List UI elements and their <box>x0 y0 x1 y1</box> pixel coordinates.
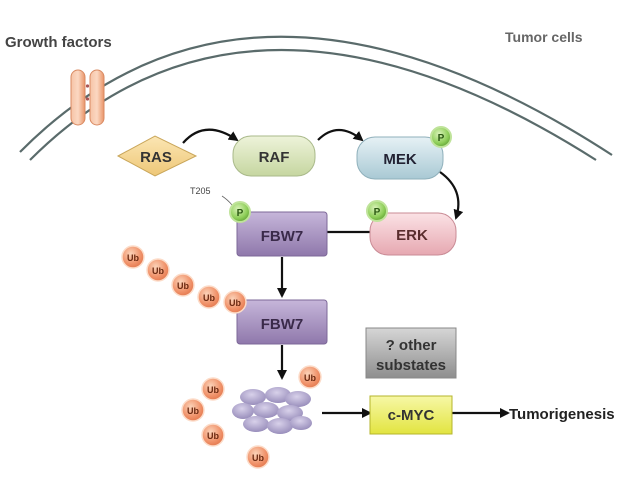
phospho-icon: P <box>366 200 388 222</box>
tumorigenesis-label: Tumorigenesis <box>509 406 615 423</box>
fbw7-node-phosphorylated: FBW7 <box>236 211 328 257</box>
arrows <box>182 128 510 418</box>
phospho-icon: P <box>229 201 251 223</box>
svg-text:P: P <box>438 133 445 144</box>
raf-node: RAF <box>232 135 316 177</box>
ubiquitin-chain: Ub Ub Ub Ub Ub <box>121 245 247 314</box>
t205-label: T205 <box>190 186 211 196</box>
arrow-raf-mek <box>317 128 364 142</box>
ub-icon: Ub <box>146 258 170 282</box>
free-ubiquitins: Ub Ub Ub Ub Ub <box>181 365 322 469</box>
arrow-mek-erk <box>439 171 464 220</box>
proteasome-icon <box>232 387 312 434</box>
ub-icon: Ub <box>201 423 225 447</box>
ub-icon: Ub <box>246 445 270 469</box>
svg-text:Ub: Ub <box>207 385 219 395</box>
ub-icon: Ub <box>298 365 322 389</box>
cell-membrane <box>19 35 613 161</box>
mek-label: MEK <box>383 151 417 168</box>
svg-text:Ub: Ub <box>152 266 164 276</box>
arrow-ras-raf <box>182 128 239 144</box>
mek-node: MEK <box>356 136 444 180</box>
svg-text:P: P <box>374 207 381 218</box>
tumor-cells-label: Tumor cells <box>505 29 583 45</box>
svg-text:P: P <box>237 208 244 219</box>
fbw7-label: FBW7 <box>261 228 304 245</box>
ub-icon: Ub <box>197 285 221 309</box>
erk-node: ERK <box>369 212 457 256</box>
ras-label: RAS <box>140 149 172 166</box>
fbw7-node-ubiquitinated: FBW7 <box>236 299 328 345</box>
svg-text:Ub: Ub <box>177 281 189 291</box>
ub-icon: Ub <box>171 273 195 297</box>
t205-leader-line <box>221 195 233 206</box>
ub-icon: Ub <box>181 398 205 422</box>
ub-icon: Ub <box>223 290 247 314</box>
svg-text:Ub: Ub <box>229 298 241 308</box>
erk-label: ERK <box>396 227 428 244</box>
svg-text:substates: substates <box>376 357 446 374</box>
cmyc-node: c-MYC <box>369 395 453 435</box>
cmyc-label: c-MYC <box>388 407 435 424</box>
svg-text:Ub: Ub <box>252 453 264 463</box>
ub-icon: Ub <box>121 245 145 269</box>
svg-text:Ub: Ub <box>203 293 215 303</box>
fbw7-label: FBW7 <box>261 316 304 333</box>
ras-node: RAS <box>116 135 198 177</box>
growth-factors-label: Growth factors <box>5 34 112 51</box>
phospho-icon: P <box>430 126 452 148</box>
svg-text:Ub: Ub <box>304 373 316 383</box>
svg-text:? other: ? other <box>386 337 437 354</box>
receptor-icon <box>70 69 105 126</box>
other-substrates-node: ? other substates <box>365 327 457 379</box>
svg-text:Ub: Ub <box>207 431 219 441</box>
svg-text:Ub: Ub <box>187 406 199 416</box>
ub-icon: Ub <box>201 377 225 401</box>
raf-label: RAF <box>259 149 290 166</box>
svg-text:Ub: Ub <box>127 253 139 263</box>
